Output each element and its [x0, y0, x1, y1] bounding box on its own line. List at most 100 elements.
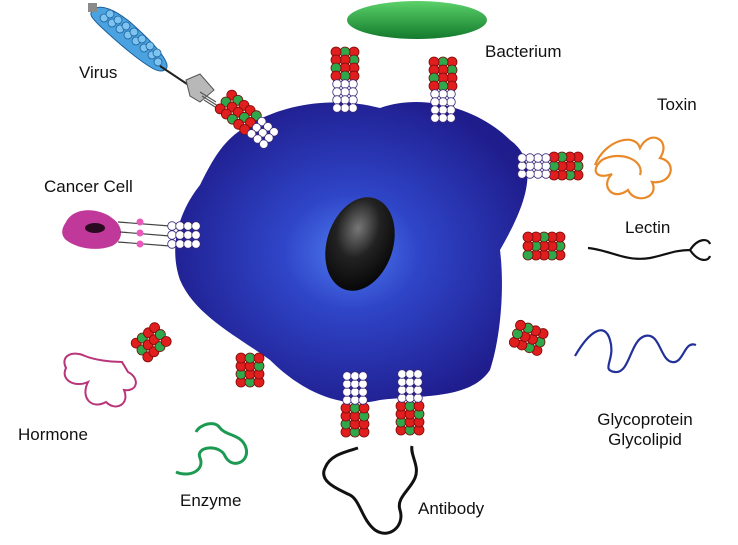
bacterium-label: Bacterium	[485, 42, 562, 61]
glycan-bead	[438, 97, 448, 107]
glycan-bead	[405, 393, 415, 403]
receptor-bead	[522, 231, 534, 243]
glycan-bead	[175, 230, 185, 240]
glycan-bead	[191, 239, 201, 249]
glycan-bead	[259, 139, 269, 149]
lectin-label: Lectin	[625, 218, 671, 237]
glycan-bead	[541, 161, 551, 171]
glycan-bead	[350, 371, 360, 381]
glycoprotein-text: Glycoprotein	[597, 410, 693, 429]
receptor-bead	[160, 336, 172, 347]
glycan-bead	[350, 387, 360, 397]
glycan-bead	[175, 239, 185, 249]
receptor-bead	[253, 352, 265, 364]
glycan-bead	[263, 122, 273, 132]
glycan-bead	[175, 221, 185, 231]
receptor-bead	[515, 319, 526, 331]
glycan-bead	[413, 369, 423, 379]
glycan-bead	[430, 97, 440, 107]
glycan-bead	[438, 105, 448, 115]
cancer-cell-label: Cancer Cell	[44, 177, 133, 196]
glycan-bead	[183, 221, 193, 231]
toxin-shape	[593, 136, 672, 200]
glycan-bead	[332, 87, 342, 97]
virus-label: Virus	[79, 63, 118, 82]
glycan-bead	[533, 161, 543, 171]
glycan-bead	[264, 133, 274, 143]
glycan-bead	[167, 230, 177, 240]
enzyme-label: Enzyme	[180, 491, 242, 510]
toxin-label: Toxin	[657, 95, 697, 114]
glycan-bead	[258, 128, 268, 138]
glycan-bead	[191, 230, 201, 240]
nucleus	[325, 197, 395, 291]
glycoprotein-shape	[574, 329, 697, 374]
hormone-label: Hormone	[18, 425, 88, 444]
glycan-bead	[348, 95, 358, 105]
virus-particle	[88, 3, 221, 111]
glycan-bead	[413, 385, 423, 395]
glycan-bead	[348, 87, 358, 97]
glycan-bead	[332, 95, 342, 105]
glycan-bead	[397, 377, 407, 387]
glycan-bead	[332, 79, 342, 89]
glycan-bead	[413, 377, 423, 387]
glycan-bead	[438, 113, 448, 123]
glycan-bead	[446, 89, 456, 99]
glycan-bead	[541, 169, 551, 179]
glycan-bead	[350, 379, 360, 389]
glycan-bead	[340, 103, 350, 113]
glycan-bead	[252, 134, 263, 144]
glycan-bead	[397, 369, 407, 379]
hormone-shape	[63, 352, 137, 408]
glycan-bead	[517, 153, 527, 163]
glycan-bead	[517, 169, 527, 179]
glycan-bead	[446, 105, 456, 115]
glycan-bead	[183, 230, 193, 240]
glycan-bead	[413, 393, 423, 403]
glycan-bead	[397, 385, 407, 395]
glycan-bead	[405, 385, 415, 395]
receptor-bead	[235, 352, 247, 364]
glycan-bead	[358, 387, 368, 397]
glycan-bead	[167, 239, 177, 249]
glycan-bead	[358, 379, 368, 389]
glycan-bead	[183, 239, 193, 249]
glycan-bead	[438, 89, 448, 99]
glycan-bead	[342, 395, 352, 405]
receptor-bead	[522, 240, 534, 252]
glycan-bead	[525, 161, 535, 171]
receptor-bead	[522, 249, 534, 261]
antibody-shape	[322, 445, 418, 535]
glycan-bead	[340, 95, 350, 105]
receptor-bead	[244, 352, 256, 364]
glycan-bead	[342, 387, 352, 397]
glycoprotein-label: Glycoprotein Glycolipid	[585, 410, 705, 450]
glycan-bead	[405, 369, 415, 379]
glycan-bead	[269, 127, 279, 137]
glycan-bead	[348, 103, 358, 113]
glycan-bead	[342, 371, 352, 381]
receptor-glycan-clusters	[130, 46, 584, 438]
enzyme-shape	[175, 422, 249, 476]
glycan-bead	[430, 113, 440, 123]
glycan-bead	[342, 379, 352, 389]
glycan-bead	[350, 395, 360, 405]
glycan-bead	[446, 113, 456, 123]
glycan-bead	[251, 123, 262, 133]
glycan-bead	[525, 169, 535, 179]
glycan-bead	[446, 97, 456, 107]
glycan-bead	[167, 221, 177, 231]
glycan-bead	[257, 116, 267, 127]
glycan-bead	[332, 103, 342, 113]
glycan-bead	[405, 377, 415, 387]
antibody-label: Antibody	[418, 499, 485, 518]
glycolipid-text: Glycolipid	[608, 430, 682, 449]
glycan-bead	[517, 161, 527, 171]
glycan-bead	[525, 153, 535, 163]
glycan-bead	[397, 393, 407, 403]
glycan-bead	[246, 129, 257, 139]
glycan-bead	[358, 371, 368, 381]
